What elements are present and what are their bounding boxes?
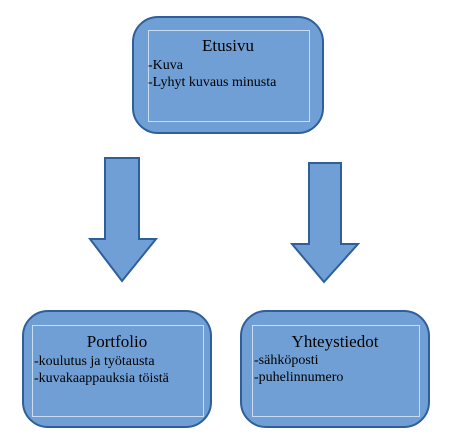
arrow-to-yhteystiedot (289, 162, 361, 284)
yhteystiedot-line-2: -puhelinnumero (254, 370, 344, 385)
yhteystiedot-inner-frame (252, 325, 420, 417)
etusivu-line-1: -Kuva (148, 58, 183, 73)
etusivu-content: -Kuva -Lyhyt kuvaus minusta (148, 57, 276, 91)
portfolio-content: -koulutus ja työtausta -kuvakaappauksia … (34, 353, 169, 387)
etusivu-inner-frame (148, 30, 310, 122)
portfolio-line-2: -kuvakaappauksia töistä (34, 371, 169, 386)
portfolio-line-1: -koulutus ja työtausta (34, 354, 155, 369)
portfolio-title: Portfolio (86, 332, 148, 351)
yhteystiedot-line-1: -sähköposti (254, 353, 319, 368)
etusivu-box: Etusivu -Kuva -Lyhyt kuvaus minusta (132, 16, 324, 134)
etusivu-title: Etusivu (202, 36, 254, 55)
etusivu-line-2: -Lyhyt kuvaus minusta (148, 75, 277, 90)
portfolio-inner-frame (32, 325, 204, 417)
arrow-to-portfolio (87, 157, 159, 283)
yhteystiedot-title: Yhteystiedot (291, 332, 379, 351)
yhteystiedot-content: -sähköposti -puhelinnumero (254, 352, 343, 386)
portfolio-box: Portfolio -koulutus ja työtausta -kuvaka… (22, 310, 212, 428)
yhteystiedot-box: Yhteystiedot -sähköposti -puhelinnumero (240, 310, 430, 428)
